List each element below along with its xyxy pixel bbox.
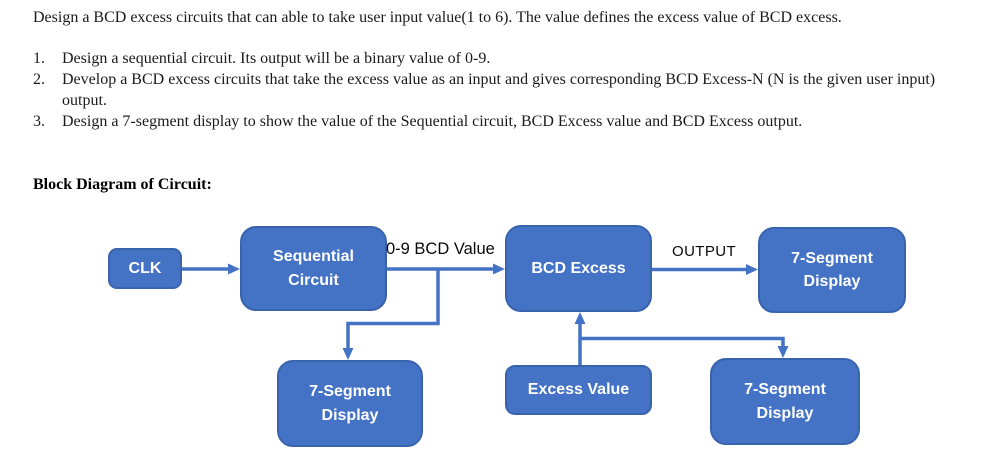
list-item: 1. Design a sequential circuit. Its outp… (33, 48, 961, 69)
connector-bcd-excess-to-display-top-right (652, 264, 758, 275)
block-7-segment-display-bottom-left: 7-Segment Display (277, 360, 423, 447)
list-item-text: Develop a BCD excess circuits that take … (62, 71, 936, 109)
label-output: OUTPUT (672, 243, 737, 260)
block-clk: CLK (108, 248, 182, 289)
arrowhead-up-icon (574, 312, 586, 324)
task-list: 1. Design a sequential circuit. Its outp… (33, 48, 961, 132)
arrowhead-down-icon (342, 348, 354, 360)
list-item-number: 2. (33, 71, 45, 88)
connector-excess-value-to-bcd-excess (574, 312, 586, 365)
block-sequential-circuit: Sequential Circuit (240, 226, 387, 311)
list-item-number: 1. (33, 50, 45, 67)
connector-branch-to-display-bottom-right (580, 336, 789, 358)
connector-clk-to-sequential (182, 263, 240, 275)
label-bcd-value: 0-9 BCD Value (386, 240, 495, 258)
section-heading: Block Diagram of Circuit: (33, 176, 212, 193)
list-item: 2. Develop a BCD excess circuits that ta… (33, 69, 961, 111)
connector-line (580, 336, 785, 347)
intro-paragraph: Design a BCD excess circuits that can ab… (33, 9, 842, 26)
list-item-text: Design a 7-segment display to show the v… (62, 113, 803, 130)
arrowhead-right-icon (228, 263, 240, 275)
arrowhead-right-icon (746, 264, 758, 275)
list-item-text: Design a sequential circuit. Its output … (62, 50, 491, 67)
connector-sequential-to-bcd-excess (387, 263, 505, 275)
arrowhead-right-icon (493, 263, 505, 275)
block-7-segment-display-bottom-right: 7-Segment Display (710, 358, 860, 445)
block-excess-value: Excess Value (505, 365, 652, 415)
list-item-number: 3. (33, 113, 45, 130)
block-bcd-excess: BCD Excess (505, 225, 652, 312)
list-item: 3. Design a 7-segment display to show th… (33, 111, 961, 132)
block-7-segment-display-top-right: 7-Segment Display (758, 227, 906, 313)
arrowhead-down-icon (777, 346, 789, 358)
